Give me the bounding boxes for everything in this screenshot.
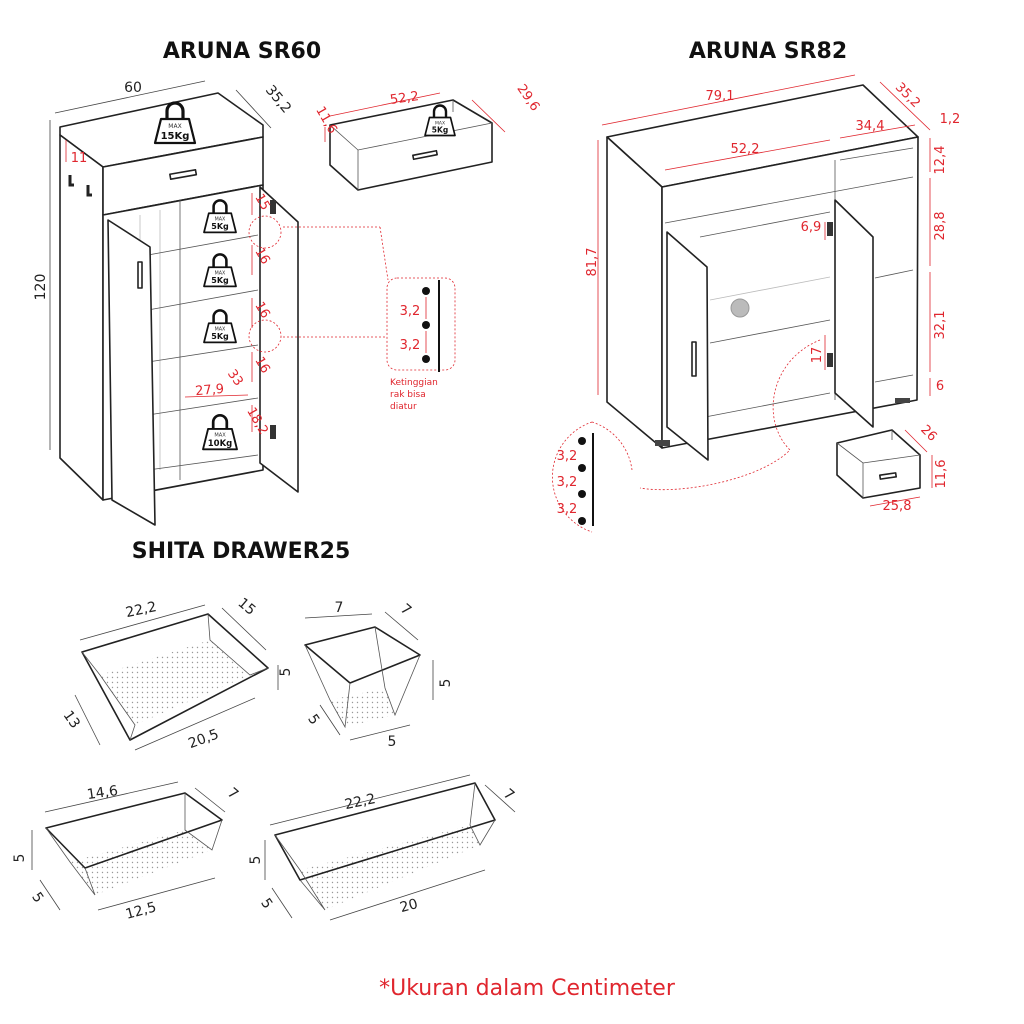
- aruna-sr82: ARUNA SR82: [552, 39, 961, 533]
- basket-4: 22,2 7 5 5 20: [248, 774, 517, 921]
- shita-drawer25: SHITA DRAWER25 22,2 15 5 13 20,5: [12, 539, 517, 923]
- basket3-bottom-length: 12,5: [124, 899, 158, 923]
- svg-text:MAX: MAX: [214, 433, 226, 439]
- sr60-width-label: 60: [124, 80, 142, 96]
- shelf-peg-callout: 3,2 3,2 Ketinggian rak bisa diatur: [386, 277, 456, 412]
- sr82-side-width-label: 34,4: [856, 119, 885, 134]
- svg-text:10Kg: 10Kg: [208, 439, 233, 449]
- sr60-drawer-drawing: 52,2 11,6 29,6 MAX 5Kg: [312, 82, 542, 191]
- basket1-height: 5: [278, 668, 294, 677]
- basket3-bottom-depth: 5: [28, 889, 46, 905]
- peg-spacing-label: 3,2: [400, 338, 421, 353]
- peg-spacing-label: 3,2: [557, 475, 578, 490]
- aruna-sr60: ARUNA SR60: [33, 39, 542, 526]
- sr82-peg-callout: 3,2 3,2 3,2: [552, 421, 633, 533]
- sr60-top-gap-label: 11: [71, 151, 88, 166]
- svg-text:5Kg: 5Kg: [432, 126, 448, 135]
- weight-icon: MAX 10Kg: [202, 413, 238, 451]
- aruna-sr82-title: ARUNA SR82: [689, 39, 847, 64]
- drawer-depth-label: 29,6: [513, 82, 542, 114]
- svg-text:5Kg: 5Kg: [211, 222, 229, 231]
- basket3-height: 5: [12, 854, 28, 863]
- peg-spacing-label: 3,2: [557, 449, 578, 464]
- basket4-bottom-depth: 5: [257, 895, 275, 911]
- sr82-side-gap-label: 32,1: [933, 311, 948, 340]
- sr60-shelf-gap-label: 16: [251, 299, 272, 321]
- basket4-height: 5: [248, 856, 264, 865]
- svg-text:MAX: MAX: [435, 120, 445, 126]
- sr82-drawer-drawing: 26 11,6 25,8: [836, 422, 949, 514]
- svg-text:15Kg: 15Kg: [161, 131, 190, 142]
- adjustable-shelf-note: diatur: [390, 402, 417, 412]
- sr60-shelf-gap-label: 16: [251, 245, 272, 267]
- peg-spacing-label: 3,2: [400, 304, 421, 319]
- svg-text:MAX: MAX: [168, 123, 181, 130]
- sr82-cabinet-drawing: [606, 84, 919, 461]
- sr82-inner-width-label: 52,2: [731, 142, 760, 157]
- sr82-depth-label: 35,2: [892, 80, 923, 111]
- adjustable-shelf-note: rak bisa: [390, 390, 426, 400]
- weight-icon: MAX 5Kg: [203, 199, 237, 234]
- svg-text:MAX: MAX: [215, 216, 226, 222]
- sr82-side-gap-label: 6: [936, 379, 944, 394]
- sr82-drawer-depth-label: 26: [917, 422, 939, 444]
- weight-icon: MAX 5Kg: [203, 309, 237, 344]
- svg-text:MAX: MAX: [215, 326, 226, 332]
- svg-text:MAX: MAX: [215, 270, 226, 276]
- basket4-top-length: 22,2: [343, 791, 377, 813]
- basket2-bottom-length: 5: [388, 734, 397, 750]
- sr60-depth-label: 35,2: [262, 82, 294, 116]
- peg-spacing-label: 3,2: [557, 502, 578, 517]
- sr82-drawer-height-label: 11,6: [934, 460, 949, 489]
- basket2-top-depth: 7: [397, 601, 414, 619]
- sr82-top-thickness-label: 1,2: [940, 112, 961, 127]
- basket3-top-depth: 7: [224, 785, 241, 803]
- sr60-shelf-width-label: 27,9: [195, 382, 225, 399]
- aruna-sr60-title: ARUNA SR60: [163, 39, 321, 64]
- basket2-bottom-depth: 5: [304, 711, 322, 727]
- basket4-bottom-length: 20: [398, 896, 419, 916]
- sr60-shelf-gap-label: 16: [251, 354, 272, 376]
- basket2-top-length: 7: [335, 600, 344, 616]
- basket1-bottom-depth: 13: [60, 708, 83, 732]
- basket1-top-depth: 15: [235, 595, 259, 619]
- basket1-bottom-length: 20,5: [186, 726, 221, 752]
- basket-3: 14,6 7 5 5 12,5: [12, 781, 241, 923]
- sr60-height-label: 120: [33, 274, 49, 301]
- weight-icon: MAX 5Kg: [424, 104, 456, 137]
- basket1-top-length: 22,2: [124, 599, 158, 621]
- basket-1: 22,2 15 5 13 20,5: [60, 595, 294, 752]
- shita-drawer25-title: SHITA DRAWER25: [132, 539, 351, 564]
- sr82-height-label: 81,7: [585, 248, 600, 277]
- weight-icon: MAX 5Kg: [203, 253, 237, 288]
- svg-text:5Kg: 5Kg: [211, 332, 229, 341]
- sr82-width-label: 79,1: [706, 89, 735, 104]
- sr82-side-gap-label: 12,4: [933, 146, 948, 175]
- sr82-drawer-width-label: 25,8: [883, 499, 912, 514]
- sr60-shelf-gap-label: 15: [251, 191, 272, 213]
- adjustable-shelf-note: Ketinggian: [390, 378, 438, 388]
- basket-2: 7 7 5 5 5: [304, 600, 454, 750]
- svg-text:5Kg: 5Kg: [211, 276, 229, 285]
- unit-footnote: *Ukuran dalam Centimeter: [379, 976, 676, 1001]
- sr60-cabinet-drawing: [59, 92, 299, 526]
- basket3-top-length: 14,6: [86, 783, 119, 803]
- drawer-width-label: 52,2: [389, 89, 420, 108]
- sr82-hinge-gap-label: 17: [810, 347, 825, 364]
- sr82-side-gap-label: 28,8: [933, 212, 948, 241]
- weight-icon: MAX 15Kg: [153, 101, 197, 145]
- sr82-hinge-top-label: 6,9: [801, 220, 822, 235]
- basket2-height: 5: [438, 679, 454, 688]
